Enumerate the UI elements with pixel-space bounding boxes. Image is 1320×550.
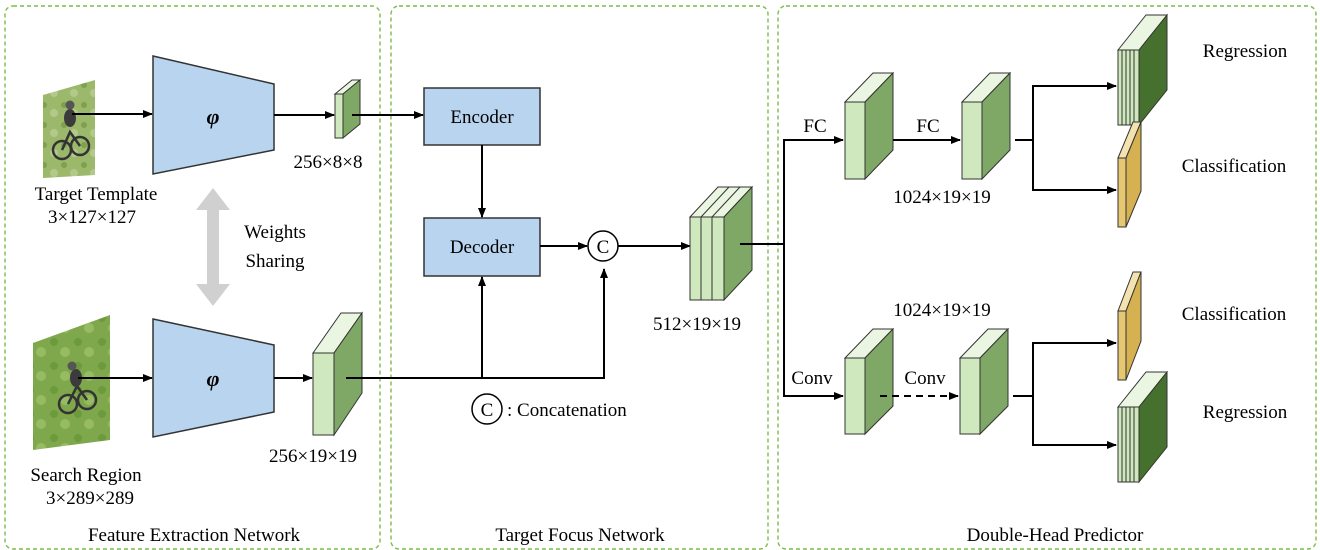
classification-label-bottom: Classification — [1182, 304, 1287, 325]
concat-feature-size: 512×19×19 — [653, 314, 741, 335]
arrow-search-feature-to-concat — [346, 268, 608, 379]
backbone-symbol-bottom: φ — [207, 366, 220, 391]
concat-feature-block — [688, 185, 754, 302]
regression-label-bottom: Regression — [1203, 402, 1288, 423]
conv-label-1: Conv — [791, 368, 833, 389]
template-feature-size: 256×8×8 — [294, 152, 363, 173]
concat-legend-symbol — [471, 393, 503, 425]
fc-block-2 — [960, 71, 1012, 181]
template-feature-block — [333, 78, 362, 140]
fc-feature-size: 1024×19×19 — [893, 187, 990, 208]
regression-block-bottom — [1116, 370, 1169, 484]
regression-label-top: Regression — [1203, 41, 1288, 62]
search-label: Search Region — [30, 465, 142, 486]
decoder-label: Decoder — [450, 237, 515, 258]
arrow-fc-to-classification — [1032, 140, 1117, 194]
encoder-label: Encoder — [450, 107, 514, 128]
search-feature-block — [312, 311, 363, 437]
arrow-conv-to-regression — [1032, 396, 1117, 449]
arrow-to-conv-head — [783, 244, 844, 400]
panel-title-double-head: Double-Head Predictor — [967, 525, 1144, 546]
regression-block-top — [1116, 13, 1169, 127]
weights-sharing-line2: Sharing — [245, 251, 305, 272]
search-feature-size: 256×19×19 — [269, 446, 357, 467]
conv-block-1 — [843, 327, 895, 436]
fc-block-1 — [843, 71, 895, 181]
classification-label-top: Classification — [1182, 156, 1287, 177]
weights-sharing-arrow — [196, 188, 230, 306]
conv-feature-size: 1024×19×19 — [893, 300, 990, 321]
weights-sharing-line1: Weights — [244, 222, 306, 243]
conv-block-2 — [958, 327, 1010, 436]
concat-legend-text: : Concatenation — [507, 400, 627, 421]
concat-symbol: C — [597, 237, 610, 258]
arrow-fc-to-regression — [1015, 82, 1117, 141]
decoder-box — [423, 217, 541, 277]
classification-block-top — [1117, 121, 1142, 228]
panel-target-focus — [390, 5, 769, 550]
classification-block-bottom — [1117, 271, 1142, 381]
template-image — [43, 80, 95, 178]
fc-label-1: FC — [803, 116, 826, 137]
backbone-bottom — [152, 318, 275, 438]
template-label: Target Template — [35, 184, 158, 205]
backbone-symbol-top: φ — [207, 104, 220, 129]
arrow-to-fc-head — [740, 136, 844, 245]
backbone-top — [152, 55, 275, 175]
search-image — [33, 315, 110, 450]
concat-legend-letter: C — [481, 400, 494, 421]
fc-label-2: FC — [916, 116, 939, 137]
arrow-conv-to-classification — [1013, 339, 1117, 397]
panel-title-feature-extraction: Feature Extraction Network — [88, 525, 301, 546]
panel-title-target-focus: Target Focus Network — [495, 525, 665, 546]
panel-double-head — [777, 5, 1317, 550]
search-size-label: 3×289×289 — [46, 488, 134, 509]
conv-label-2: Conv — [904, 368, 946, 389]
encoder-box — [423, 87, 541, 146]
template-size-label: 3×127×127 — [48, 207, 136, 228]
